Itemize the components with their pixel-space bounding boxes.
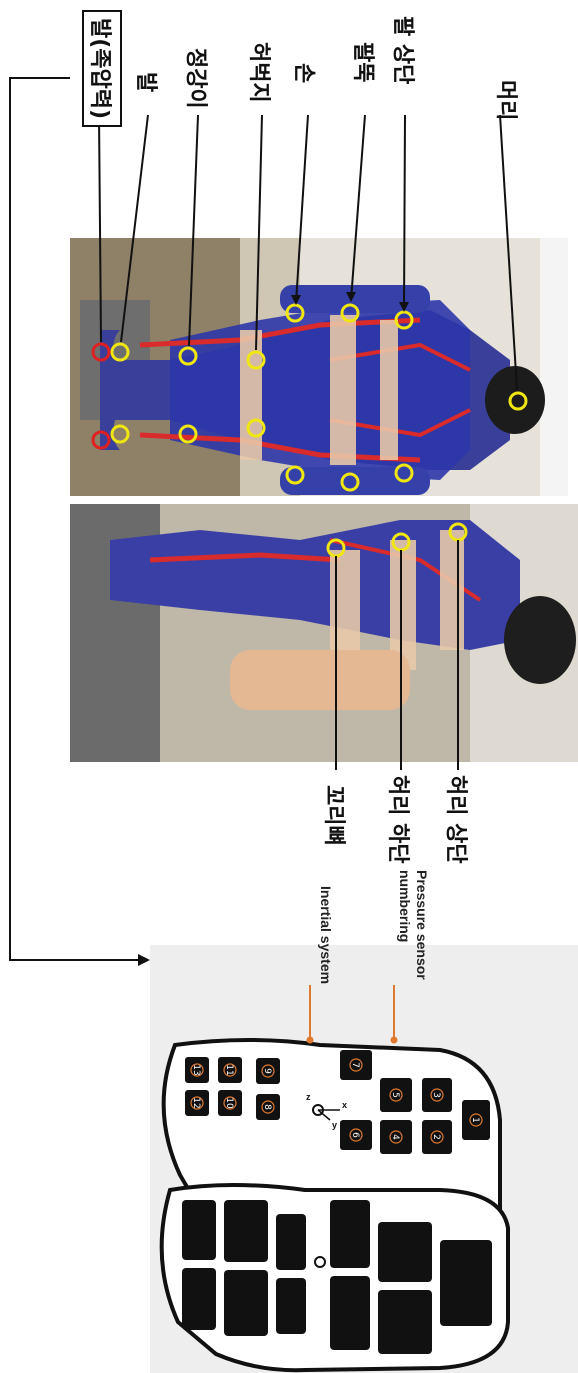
label-upper-arm: 팔 상단 <box>389 16 421 84</box>
label-upper-waist: 허리 상단 <box>442 775 474 864</box>
label-foot: 발 <box>132 72 164 92</box>
inertial-system-label: Inertial system <box>317 886 334 984</box>
photo-side-view <box>70 504 578 762</box>
label-thigh: 허벅지 <box>245 42 277 103</box>
label-foot-pressure: 발(족압력) <box>82 10 122 127</box>
label-head: 머리 <box>492 80 524 120</box>
pressure-sensor-label-line1: Pressure sensor <box>413 870 430 980</box>
photo-front-view <box>70 238 568 496</box>
label-hand: 손 <box>290 63 322 83</box>
pressure-sensor-label-line2: numbering <box>396 870 413 980</box>
insole-right <box>162 1185 508 1370</box>
label-shin: 정강이 <box>182 48 214 109</box>
label-lower-waist: 허리 하단 <box>384 775 416 864</box>
label-tailbone: 꼬리뼈 <box>320 785 352 846</box>
pressure-sensor-label: Pressure sensor numbering <box>396 870 430 980</box>
insole-panel <box>150 945 578 1373</box>
label-forearm: 팔뚝 <box>349 42 381 82</box>
